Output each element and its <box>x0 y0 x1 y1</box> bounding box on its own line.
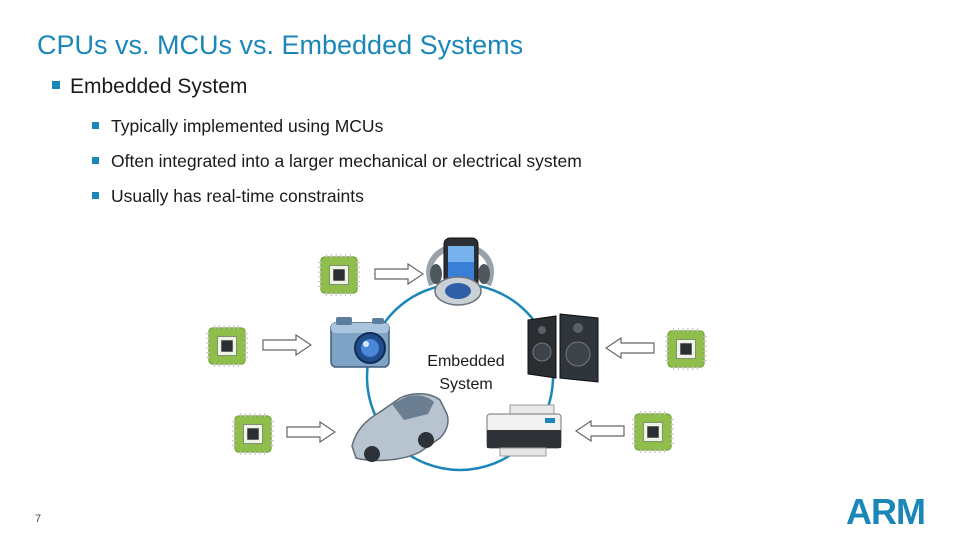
arrow-right-icon <box>286 421 336 443</box>
mcu-chip-icon <box>232 413 274 455</box>
speakers-icon <box>527 313 599 383</box>
camera-icon <box>330 317 390 368</box>
printer-icon <box>486 404 562 457</box>
embedded-system-label: Embedded System <box>416 350 516 396</box>
bullet-sub-2-text: Often integrated into a larger mechanica… <box>111 151 582 171</box>
bullet-sub-1-text: Typically implemented using MCUs <box>111 116 384 136</box>
bullet-square-icon <box>92 122 99 130</box>
arrow-right-icon <box>374 263 424 285</box>
bullet-sub-3: Usually has real-time constraints <box>92 186 364 207</box>
bullet-square-icon <box>92 157 99 165</box>
bullet-sub-3-text: Usually has real-time constraints <box>111 186 364 206</box>
bullet-main: Embedded System <box>52 75 247 99</box>
page-number: 7 <box>35 513 42 525</box>
bullet-sub-2: Often integrated into a larger mechanica… <box>92 151 582 172</box>
arrow-left-icon <box>575 420 625 442</box>
bullet-square-icon <box>52 81 60 90</box>
arm-logo: ARM <box>846 491 926 532</box>
center-label-line1: Embedded <box>427 353 505 370</box>
mcu-chip-icon <box>318 254 360 296</box>
slide-title: CPUs vs. MCUs vs. Embedded Systems <box>37 30 524 60</box>
center-label-line2: System <box>439 376 493 393</box>
smartphone-icon <box>426 237 495 306</box>
mcu-chip-icon <box>206 325 248 367</box>
arrow-right-icon <box>262 334 312 356</box>
bullet-main-text: Embedded System <box>70 75 248 98</box>
bullet-square-icon <box>92 192 99 200</box>
mcu-chip-icon <box>632 411 674 453</box>
mcu-chip-icon <box>665 328 707 370</box>
car-icon <box>351 393 449 462</box>
arrow-left-icon <box>605 337 655 359</box>
bullet-sub-1: Typically implemented using MCUs <box>92 116 383 137</box>
